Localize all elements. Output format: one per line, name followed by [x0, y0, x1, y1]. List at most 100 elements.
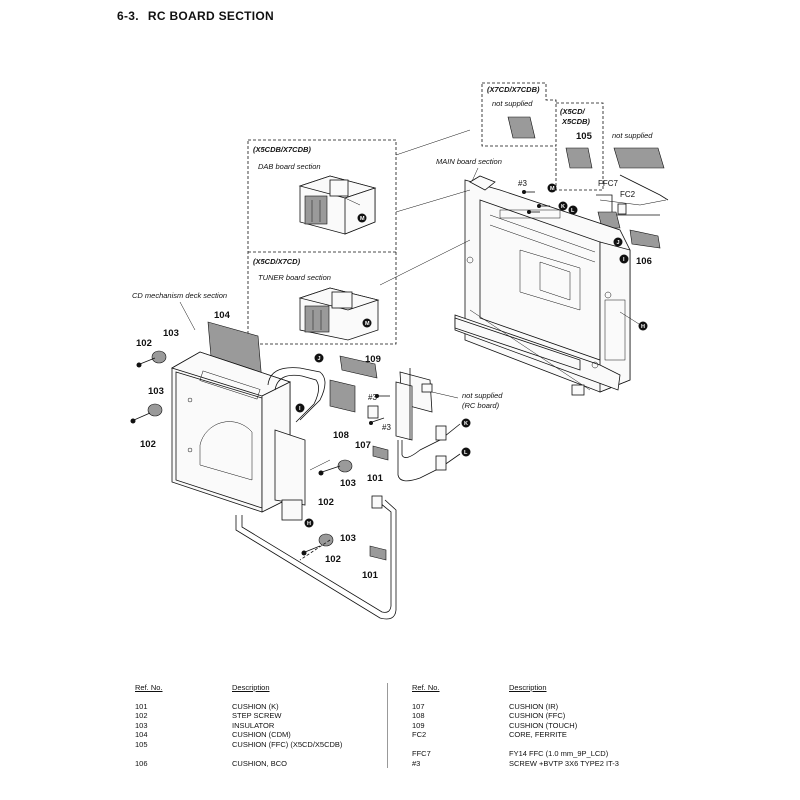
label-dab-board: DAB board section	[258, 162, 321, 171]
svg-text:L: L	[571, 208, 575, 214]
svg-text:H: H	[307, 521, 311, 527]
ref-103-d: 103	[340, 533, 356, 544]
ref-106-b: 106	[636, 256, 652, 267]
section-title: 6-3. RC BOARD SECTION	[117, 9, 274, 23]
connector-l-marker-main	[568, 205, 578, 215]
connector-k-marker-rc	[461, 418, 471, 428]
cushion-105-drawing	[565, 147, 593, 169]
ref-no-header: Ref. No.	[135, 683, 163, 692]
not-supplied-right-part	[613, 147, 665, 169]
connector-i-marker-cd	[295, 403, 305, 413]
svg-text:K: K	[561, 204, 565, 210]
tuner-board-drawing	[298, 287, 380, 341]
cd-mechanism-drawing	[171, 351, 306, 521]
connector-l-marker-rc	[461, 447, 471, 457]
ref-101-a: 101	[367, 473, 384, 484]
ferrite-core-fc2	[617, 203, 627, 215]
table-row	[135, 749, 342, 759]
label-not-supplied-top: not supplied	[492, 99, 533, 108]
label-screw3-c: #3	[382, 423, 391, 432]
label-ffc7: FFC7	[598, 179, 619, 188]
svg-text:M: M	[360, 216, 365, 222]
connector-j-marker-main	[613, 237, 623, 247]
insulator-103-c	[337, 459, 353, 473]
ref-103-a: 103	[163, 328, 179, 339]
parts-table-header: Ref. No. Description	[412, 683, 619, 693]
connector-m-marker-tuner	[362, 318, 372, 328]
ref-102-a: 102	[136, 338, 152, 349]
option-box-dab-tuner: (X5CDB/X7CDB) DAB board section (X5CD/X7…	[247, 139, 397, 345]
ref-105: 105	[576, 131, 593, 142]
ref-no-header: Ref. No.	[412, 683, 440, 692]
long-flex-cable	[235, 495, 397, 620]
label-screw3-b: #3	[368, 393, 377, 402]
label-x5cdb-x7cdb: (X5CDB/X7CDB)	[253, 145, 311, 154]
cushion-108-drawing	[329, 379, 356, 413]
label-x5cd-x7cd: (X5CD/X7CD)	[253, 257, 301, 266]
label-x7cd-x7cdb: (X7CD/X7CDB)	[487, 85, 540, 94]
parts-table-header: Ref. No. Description	[135, 683, 342, 693]
cushion-106-a	[597, 211, 621, 229]
ref-109: 109	[365, 354, 381, 365]
label-tuner-board: TUNER board section	[258, 273, 331, 282]
ref-102-d: 102	[325, 554, 341, 565]
ref-103-b: 103	[148, 386, 164, 397]
svg-text:I: I	[299, 406, 301, 412]
label-not-supplied-right: not supplied	[612, 131, 653, 140]
svg-text:M: M	[365, 321, 370, 327]
ref-102-b: 102	[140, 439, 156, 450]
description-header: Description	[509, 683, 547, 692]
ref-107: 107	[355, 440, 371, 451]
connector-m-marker-dab	[357, 213, 367, 223]
svg-text:J: J	[318, 356, 321, 362]
ref-103-c: 103	[340, 478, 356, 489]
connector-m-marker-main	[547, 183, 557, 193]
insulator-103-a	[151, 350, 167, 364]
section-number: 6-3.	[117, 9, 139, 23]
ref-102-c: 102	[318, 497, 334, 508]
not-supplied-cushion	[507, 116, 536, 139]
connector-h-marker-cd	[304, 518, 314, 528]
label-x5cd-line1: (X5CD/	[560, 107, 586, 116]
cushion-101-b	[369, 545, 387, 561]
svg-text:I: I	[623, 257, 625, 263]
ref-101-b: 101	[362, 570, 379, 581]
label-fc2: FC2	[620, 190, 636, 199]
label-main-board: MAIN board section	[436, 157, 502, 166]
svg-text:L: L	[464, 450, 468, 456]
section-name: RC BOARD SECTION	[147, 9, 275, 23]
insulator-103-b	[147, 403, 163, 417]
main-chassis-drawing	[454, 175, 631, 393]
cd-flex-cable	[267, 367, 326, 423]
table-divider	[387, 683, 388, 768]
cushion-101-a	[372, 445, 389, 461]
description-header: Description	[232, 683, 270, 692]
label-not-supplied-rc: not supplied	[462, 391, 503, 400]
cushion-106-b	[629, 229, 661, 249]
wiring-harness	[397, 423, 461, 482]
dab-board-drawing	[298, 175, 377, 235]
table-row	[412, 740, 619, 750]
cushion-107-drawing	[367, 405, 379, 419]
rc-board-drawing	[395, 368, 433, 441]
connector-i-marker-main	[619, 254, 629, 264]
ref-108: 108	[333, 430, 349, 441]
connector-h-marker-main	[638, 321, 648, 331]
label-cd-mechanism: CD mechanism deck section	[132, 291, 227, 300]
insulator-103-d	[318, 533, 334, 547]
option-box-x7cd: (X7CD/X7CDB) not supplied	[481, 82, 557, 147]
ref-104: 104	[214, 310, 231, 321]
label-x5cd-line2: X5CDB)	[561, 117, 590, 126]
